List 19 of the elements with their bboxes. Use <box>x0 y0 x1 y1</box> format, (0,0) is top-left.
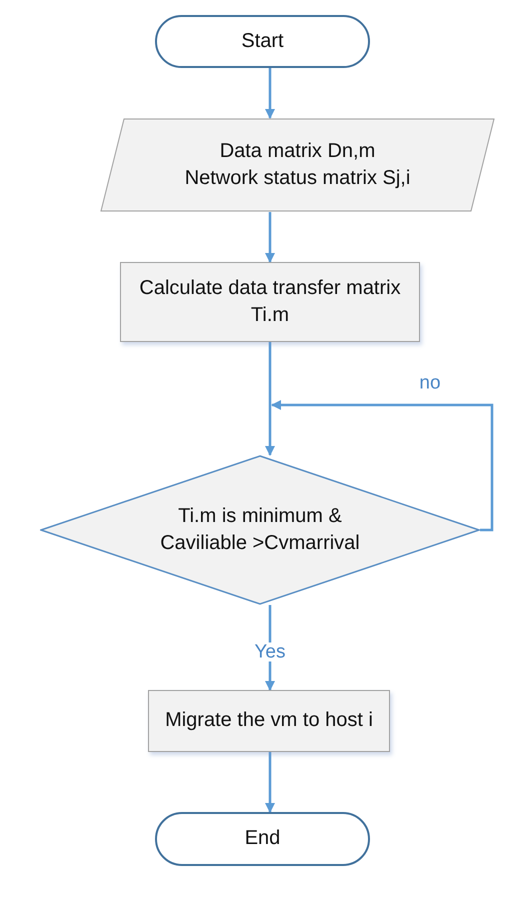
node-text: End <box>244 826 280 852</box>
node-text: Ti.m is minimum & Caviliable >Cvmarrival <box>159 504 361 556</box>
process-box <box>120 262 420 342</box>
node-text: Start <box>241 28 284 54</box>
arrow <box>265 342 275 456</box>
node-text: Calculate data transfer matrix Ti.m <box>138 276 402 328</box>
decision-diamond <box>40 455 480 605</box>
node-text: Data matrix Dn,m <box>218 138 376 164</box>
arrow <box>265 212 275 263</box>
process-box <box>148 690 390 752</box>
node-text: Migrate the vm to host i <box>165 708 373 734</box>
node-text: Network status matrix Sj,i <box>184 166 410 191</box>
edge-label: Yes <box>252 642 288 661</box>
data-parallelogram <box>100 118 495 212</box>
arrow <box>265 68 275 119</box>
arrow <box>265 752 275 813</box>
terminal-pill <box>155 15 370 68</box>
terminal-pill <box>155 812 370 866</box>
arrow <box>271 400 494 532</box>
